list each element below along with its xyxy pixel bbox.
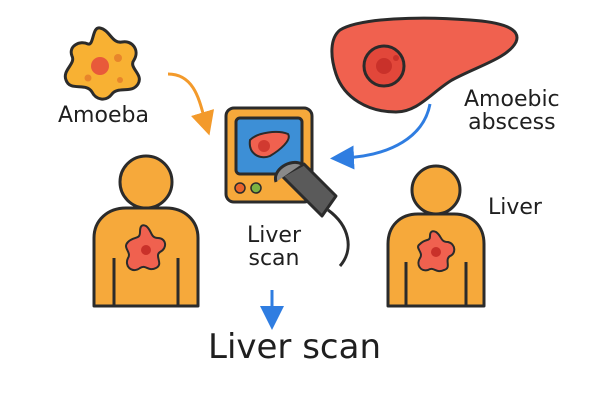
- amoeba-label: Amoeba: [58, 103, 149, 128]
- diagram-title: Liver scan: [208, 327, 382, 367]
- arrow-abscess-to-scan: [330, 103, 432, 170]
- scan-label: Liver scan: [234, 224, 314, 270]
- amoeba-icon: [63, 26, 141, 101]
- abscess-label-line1: Amoebic: [464, 87, 560, 112]
- abscess-label-line2: abscess: [468, 110, 556, 136]
- liver-label: Liver: [488, 195, 542, 220]
- liver-icon: [330, 16, 519, 114]
- person-icon-left: [92, 154, 200, 308]
- ultrasound-probe-icon: [273, 161, 350, 267]
- arrow-amoeba-to-scan: [167, 72, 215, 136]
- person-icon-right: [386, 164, 486, 308]
- abscess-label: Amoebic abscess: [464, 88, 560, 134]
- scan-label-line2: scan: [248, 246, 300, 272]
- scan-label-line1: Liver: [247, 223, 301, 248]
